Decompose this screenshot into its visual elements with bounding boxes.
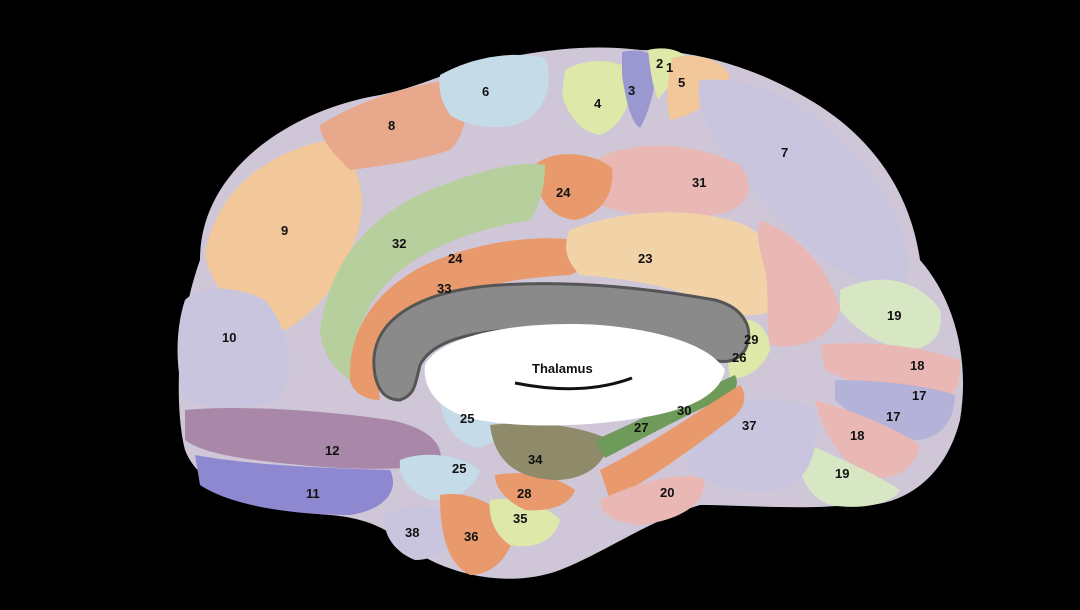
label-27: 27 (634, 420, 648, 435)
label-38: 38 (405, 525, 419, 540)
label-24b: 24 (448, 251, 463, 266)
label-11: 11 (306, 486, 320, 501)
label-24a: 24 (556, 185, 571, 200)
label-18a: 18 (910, 358, 924, 373)
label-25a: 25 (460, 411, 474, 426)
label-23: 23 (638, 251, 652, 266)
thalamus-label: Thalamus (532, 361, 593, 376)
label-18b: 18 (850, 428, 864, 443)
label-3: 3 (628, 83, 635, 98)
label-33: 33 (437, 281, 451, 296)
label-17b: 17 (886, 409, 900, 424)
label-6: 6 (482, 84, 489, 99)
label-19b: 19 (835, 466, 849, 481)
label-36: 36 (464, 529, 478, 544)
label-4: 4 (594, 96, 602, 111)
label-10: 10 (222, 330, 236, 345)
label-30: 30 (677, 403, 691, 418)
label-26: 26 (732, 350, 746, 365)
label-37: 37 (742, 418, 756, 433)
label-7: 7 (781, 145, 788, 160)
label-19a: 19 (887, 308, 901, 323)
label-9: 9 (281, 223, 288, 238)
label-25b: 25 (452, 461, 466, 476)
label-12: 12 (325, 443, 339, 458)
label-17a: 17 (912, 388, 926, 403)
label-28: 28 (517, 486, 531, 501)
label-5: 5 (678, 75, 685, 90)
label-29: 29 (744, 332, 758, 347)
label-31: 31 (692, 175, 706, 190)
label-34: 34 (528, 452, 543, 467)
label-1: 1 (666, 60, 673, 75)
label-8: 8 (388, 118, 395, 133)
label-35: 35 (513, 511, 527, 526)
label-20: 20 (660, 485, 674, 500)
label-32: 32 (392, 236, 406, 251)
label-2: 2 (656, 56, 663, 71)
